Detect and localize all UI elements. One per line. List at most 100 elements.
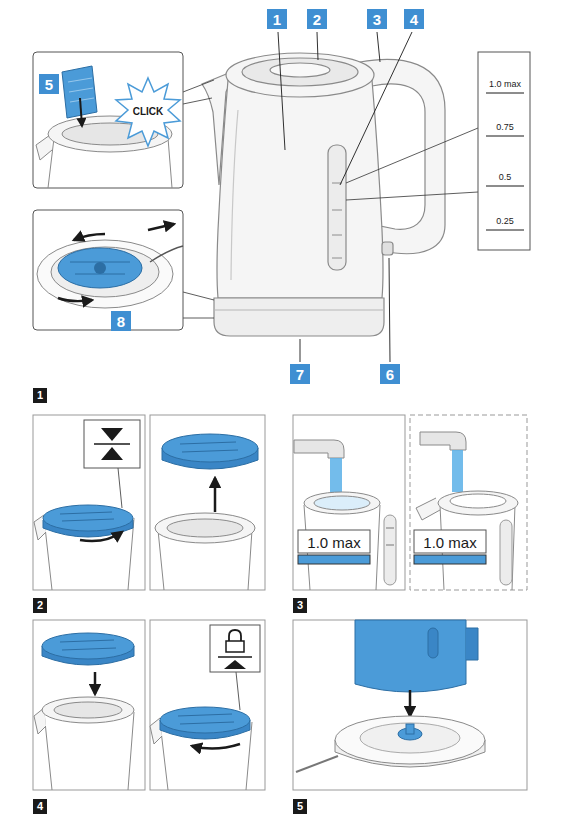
figure-number-text: 5 bbox=[297, 801, 303, 812]
callout-number: 1 bbox=[267, 9, 287, 29]
panel-2-left-part bbox=[80, 532, 122, 541]
leader-lines-part bbox=[278, 32, 285, 150]
scale-mark: 1.0 max bbox=[489, 80, 521, 89]
leader-lines-part bbox=[317, 32, 318, 60]
filter-inset-part bbox=[80, 98, 82, 126]
panel-2-left-part bbox=[60, 512, 114, 521]
figure-number-text: 2 bbox=[37, 600, 43, 611]
filter-inset-part bbox=[62, 66, 97, 118]
base-inset-part bbox=[58, 298, 92, 301]
base-seam bbox=[214, 309, 384, 310]
panel-4-right-part bbox=[178, 714, 234, 724]
switch bbox=[382, 242, 393, 255]
panel-2-left-part bbox=[94, 443, 130, 445]
panel-3-left-part bbox=[294, 440, 344, 458]
window-ticks-part bbox=[332, 258, 342, 259]
scale-mark: 0.75 bbox=[496, 123, 514, 132]
figure-number: 3 bbox=[293, 598, 307, 613]
panel-2-right-part bbox=[155, 513, 255, 543]
base-inset-part bbox=[150, 246, 183, 262]
leader-lines-part bbox=[377, 32, 380, 62]
callout-number: 4 bbox=[404, 9, 424, 29]
inset-lines-part bbox=[346, 128, 478, 183]
panel-4-left-part bbox=[60, 640, 116, 650]
scale-inset-part bbox=[478, 52, 530, 250]
panel-2-left-part bbox=[33, 415, 145, 590]
panel-4-right-part bbox=[210, 625, 260, 672]
panel-5-part bbox=[293, 620, 527, 790]
panel-5-part bbox=[406, 724, 414, 734]
panel-3-left-part bbox=[298, 530, 370, 553]
leader-lines-part bbox=[300, 339, 301, 362]
figure-number: 2 bbox=[33, 598, 47, 613]
fill-level-label: 1.0 max bbox=[307, 535, 360, 550]
panel-3-right-part bbox=[410, 415, 527, 590]
fill-level-label: 1.0 max bbox=[423, 535, 476, 550]
panel-2-left-part bbox=[101, 447, 123, 460]
filter-inset-part bbox=[33, 52, 183, 188]
base-inset-part bbox=[74, 234, 105, 240]
callout-number: 3 bbox=[367, 9, 387, 29]
panel-3-right-part bbox=[414, 555, 486, 564]
callout-number-text: 8 bbox=[117, 314, 125, 329]
callout-number-text: 4 bbox=[410, 12, 418, 27]
panel-5-part bbox=[296, 756, 338, 772]
inset-lines-part bbox=[183, 98, 212, 104]
base-inset-part bbox=[70, 262, 130, 274]
panel-2-right-part bbox=[162, 434, 258, 462]
panel-3-left-part bbox=[386, 545, 394, 546]
figure-number-text: 1 bbox=[37, 390, 43, 401]
panel-3-right-part bbox=[414, 530, 486, 553]
panel-5-part bbox=[409, 690, 412, 716]
panel-4-left-part bbox=[42, 697, 134, 723]
figure-number: 1 bbox=[33, 388, 47, 403]
filter-inset bbox=[33, 52, 183, 188]
panel-4-right-part bbox=[192, 744, 240, 749]
panel-4-right-part bbox=[150, 620, 265, 790]
scale-inset bbox=[478, 52, 530, 250]
callout-number-text: 2 bbox=[313, 12, 321, 27]
panel-2-left-part bbox=[101, 428, 123, 441]
panel-4-right-part bbox=[224, 660, 246, 669]
figure-number: 5 bbox=[293, 799, 307, 814]
base-inset-part bbox=[33, 210, 183, 330]
lid-opening bbox=[242, 58, 358, 86]
panel-2-right-part bbox=[150, 415, 265, 590]
panel-2-right-part bbox=[167, 519, 243, 537]
panel-3-left-part bbox=[386, 528, 394, 529]
window-ticks bbox=[332, 183, 342, 258]
scale-inset-part-part bbox=[486, 230, 524, 231]
water-window bbox=[328, 145, 346, 270]
callout-number-text: 6 bbox=[386, 367, 394, 382]
figure-number: 4 bbox=[33, 799, 47, 814]
callout-number: 7 bbox=[290, 364, 310, 384]
callout-number: 5 bbox=[39, 74, 59, 94]
filter-inset-part-part bbox=[68, 78, 92, 82]
inset-lines-part bbox=[346, 192, 478, 200]
panel-5-part bbox=[335, 716, 485, 764]
panel-5-part bbox=[466, 628, 478, 660]
callout-number-text: 7 bbox=[296, 367, 304, 382]
panel-3-right bbox=[410, 415, 527, 590]
base-inset-part bbox=[148, 224, 174, 230]
panel-4-right-part bbox=[226, 641, 244, 652]
panel-2-left-part bbox=[84, 420, 140, 468]
callout-number: 2 bbox=[307, 9, 327, 29]
panel-3-left-part bbox=[384, 515, 396, 585]
panel-3-left-part bbox=[293, 415, 405, 590]
filter-inset-part-part bbox=[69, 88, 93, 92]
leader-lines-part bbox=[340, 32, 412, 185]
panel-4-right bbox=[150, 620, 265, 790]
scale-inset-part-part bbox=[486, 186, 524, 187]
callout-number: 6 bbox=[380, 364, 400, 384]
scale-mark: 0.5 bbox=[499, 173, 512, 182]
leader-lines-part bbox=[389, 258, 390, 362]
kettle-main bbox=[202, 53, 445, 336]
panel-3-left-part bbox=[298, 555, 370, 564]
panel-2-left bbox=[33, 415, 145, 590]
window-ticks-part bbox=[332, 210, 342, 211]
panel-2-left-part bbox=[118, 468, 122, 508]
figure-number-text: 4 bbox=[37, 801, 43, 812]
